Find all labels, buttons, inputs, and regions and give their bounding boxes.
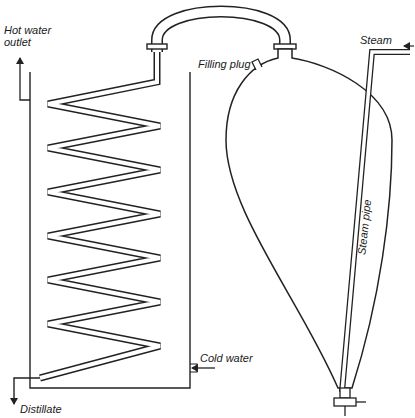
outlet-pipe [20, 58, 30, 100]
drain-valve [334, 388, 366, 416]
inlet-arrow [192, 367, 215, 368]
condenser-coil [40, 52, 160, 378]
outlet-label: Hot water outlet [4, 24, 66, 48]
coil-tube [40, 52, 160, 378]
inlet-label: Cold water [200, 352, 270, 364]
gooseneck-pipe [157, 12, 285, 54]
steam-label: Steam [360, 34, 400, 46]
flanges [147, 44, 296, 49]
distillate-pipe [14, 378, 40, 404]
steam-pipe [342, 52, 411, 392]
coil-tube [40, 52, 160, 378]
steam-arrow [404, 45, 414, 46]
plug-label: Filling plug [198, 58, 268, 70]
filling-plug [252, 59, 262, 70]
inlet-stub [190, 364, 197, 372]
distillate-label: Distillate [20, 403, 90, 415]
